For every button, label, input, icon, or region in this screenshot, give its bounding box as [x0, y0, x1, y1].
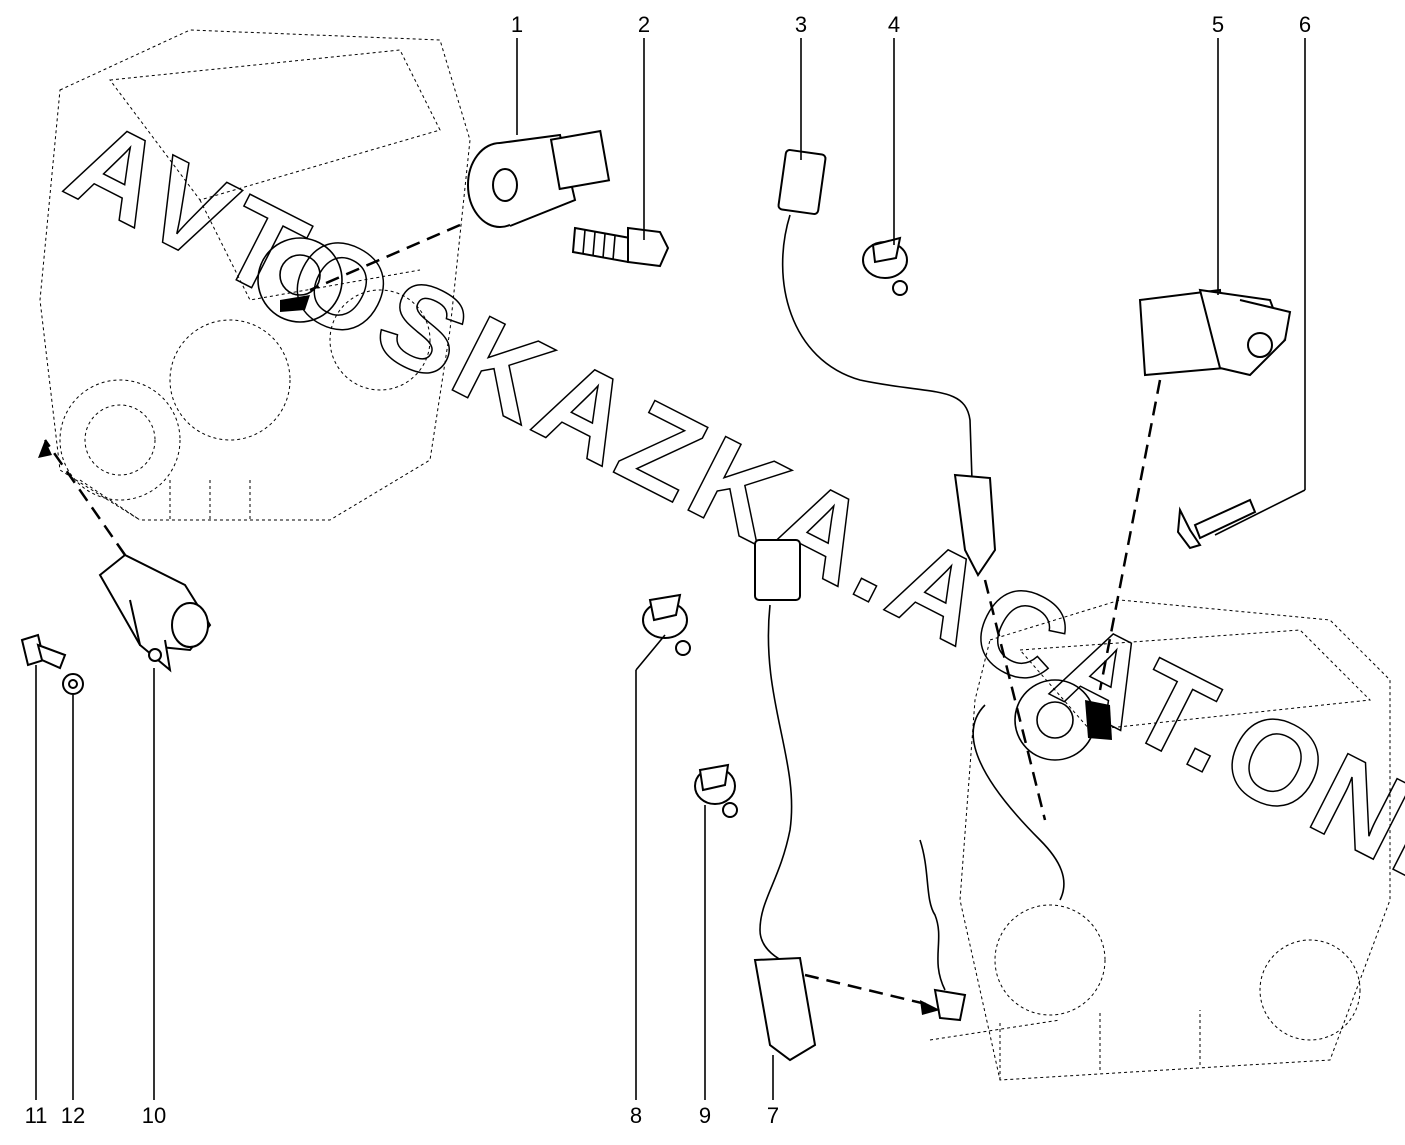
- part-8-clip: [642, 593, 691, 656]
- assembly-arrows: [38, 223, 1162, 1015]
- callout-1: 1: [510, 12, 524, 37]
- callout-10: 10: [141, 1103, 167, 1128]
- callout-9: 9: [698, 1103, 712, 1128]
- temperature-sensor-wire: [919, 839, 967, 1022]
- engine-left: [39, 29, 471, 521]
- callout-3: 3: [794, 12, 808, 37]
- callout-8: 8: [629, 1103, 643, 1128]
- callout-2: 2: [637, 12, 651, 37]
- part-4-clip: [862, 236, 908, 296]
- part-3-oxygen-sensor: [777, 149, 997, 577]
- callout-11: 11: [24, 1103, 48, 1128]
- watermark: AVTOSKAZKA.ACAT.ONLINE: [48, 94, 1405, 1024]
- part-5-map-sensor: [1138, 288, 1292, 377]
- leader-lines: [35, 38, 1306, 1100]
- callout-5: 5: [1211, 12, 1225, 37]
- part-10-crank-sensor: [98, 553, 212, 673]
- callout-7: 7: [766, 1103, 780, 1128]
- part-7-oxygen-sensor: [753, 539, 817, 1062]
- engine-right: [929, 599, 1391, 1081]
- part-1-knock-sensor: [467, 129, 611, 228]
- callout-6: 6: [1298, 12, 1312, 37]
- callout-4: 4: [887, 12, 901, 37]
- part-6-screw: [1176, 498, 1257, 550]
- part-12-washer: [62, 673, 84, 695]
- callout-12: 12: [60, 1103, 86, 1128]
- part-11-bolt: [20, 633, 67, 670]
- part-2-bolt: [571, 226, 670, 268]
- part-9-clip: [694, 763, 738, 818]
